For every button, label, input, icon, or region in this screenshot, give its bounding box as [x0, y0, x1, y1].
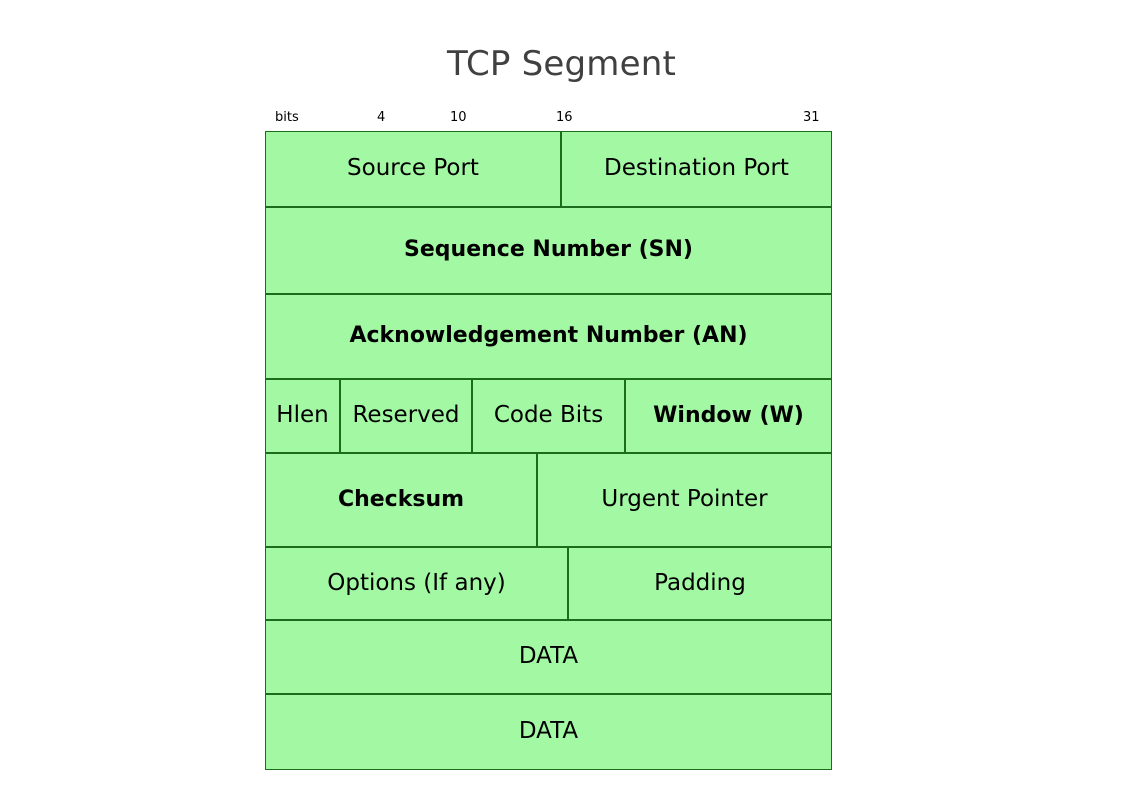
- field-label: DATA: [518, 718, 579, 745]
- field-label: Window (W): [653, 402, 804, 428]
- field-cell: Destination Port: [561, 131, 832, 207]
- bit-tick-label: 31: [803, 110, 820, 125]
- field-label: Acknowledgement Number (AN): [349, 323, 748, 349]
- sequence-number-row: Sequence Number (SN): [265, 207, 832, 294]
- field-cell: Window (W): [625, 379, 832, 453]
- data-row-1: DATA: [265, 620, 832, 694]
- bit-tick-label: 10: [450, 110, 467, 125]
- acknowledgement-number-row: Acknowledgement Number (AN): [265, 294, 832, 379]
- field-cell: Urgent Pointer: [537, 453, 832, 547]
- field-cell: Hlen: [265, 379, 340, 453]
- options-padding-row: Options (If any) Padding: [265, 547, 832, 620]
- ports-row: Source Port Destination Port: [265, 131, 832, 207]
- field-label: Urgent Pointer: [601, 486, 768, 513]
- field-cell: DATA: [265, 620, 832, 694]
- field-label: Destination Port: [604, 155, 789, 182]
- bit-tick-label: 4: [377, 110, 386, 125]
- field-label: Options (If any): [327, 569, 506, 596]
- bit-position-ruler: bits 4 10 16 31: [265, 110, 832, 130]
- field-label: Sequence Number (SN): [404, 237, 693, 263]
- field-label: DATA: [518, 643, 579, 670]
- bit-tick-label: bits: [275, 110, 299, 125]
- field-cell: Padding: [568, 547, 832, 620]
- field-cell: Code Bits: [472, 379, 625, 453]
- field-label: Padding: [654, 569, 746, 596]
- checksum-urgent-row: Checksum Urgent Pointer: [265, 453, 832, 547]
- field-cell: Source Port: [265, 131, 561, 207]
- page-title: TCP Segment: [446, 44, 677, 84]
- field-label: Checksum: [337, 486, 465, 512]
- field-label: Reserved: [352, 402, 460, 429]
- field-cell: Reserved: [340, 379, 472, 453]
- field-cell: Checksum: [265, 453, 537, 547]
- field-cell: Options (If any): [265, 547, 568, 620]
- bit-tick-label: 16: [556, 110, 573, 125]
- field-label: Source Port: [347, 155, 479, 182]
- field-label: Hlen: [276, 402, 329, 429]
- data-row-2: DATA: [265, 694, 832, 770]
- field-label: Code Bits: [493, 402, 604, 429]
- field-cell: DATA: [265, 694, 832, 770]
- field-cell: Sequence Number (SN): [265, 207, 832, 294]
- field-cell: Acknowledgement Number (AN): [265, 294, 832, 379]
- flags-window-row: Hlen Reserved Code Bits Window (W): [265, 379, 832, 453]
